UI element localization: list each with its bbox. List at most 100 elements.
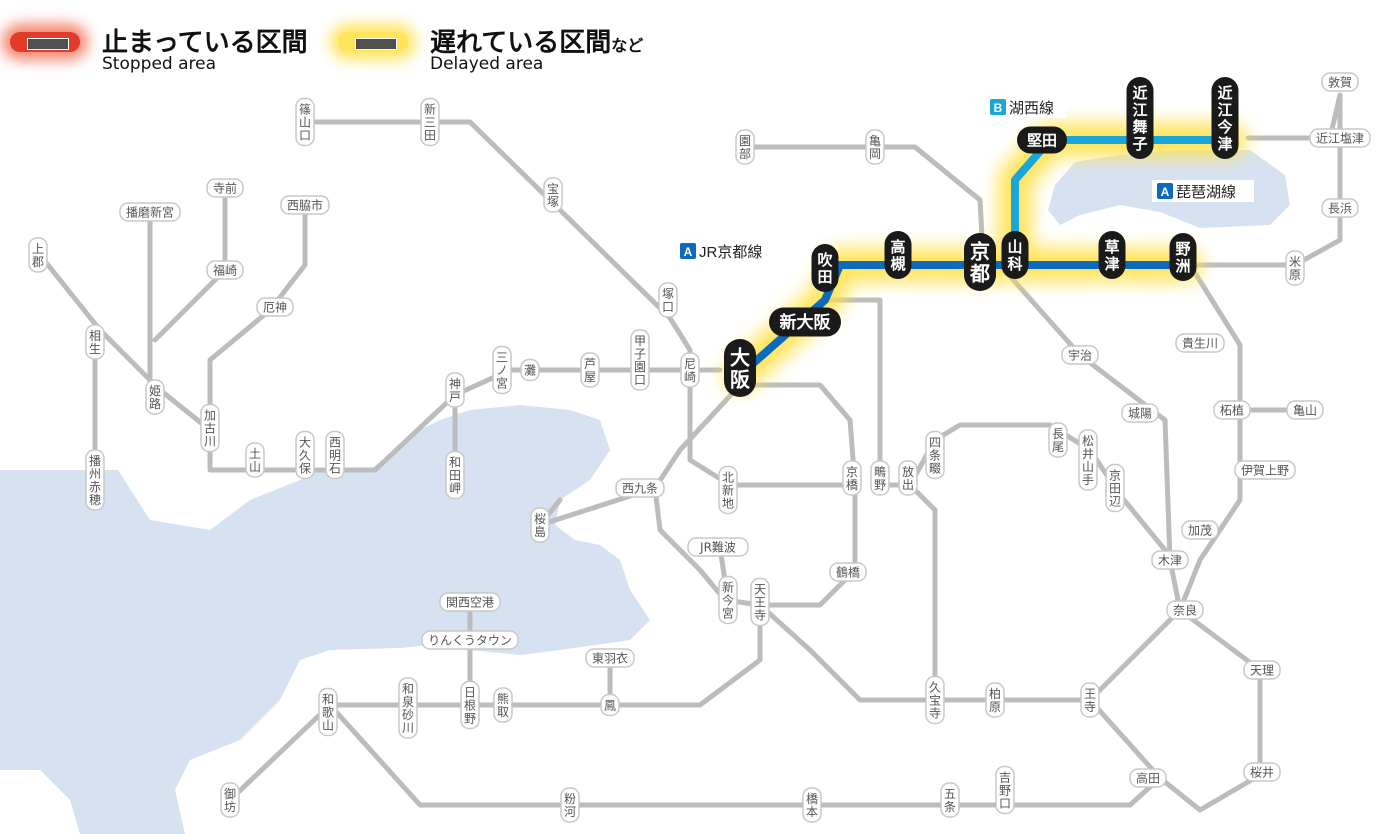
station-tsuruga[interactable]: 敦賀: [1321, 72, 1359, 92]
station-maibara[interactable]: 米原: [1285, 250, 1305, 286]
station-higashihagoromo[interactable]: 東羽衣: [585, 648, 635, 668]
station-rinkutown[interactable]: りんくうタウン: [421, 630, 519, 650]
station-gojo[interactable]: 五条: [940, 782, 960, 818]
station-igaueno[interactable]: 伊賀上野: [1234, 460, 1296, 480]
station-okubo[interactable]: 大久保: [295, 430, 315, 480]
station-kakogawa[interactable]: 加古川: [200, 403, 220, 453]
station-label-nagahama: 長浜: [1328, 202, 1352, 216]
station-matsuiyamate[interactable]: 松井山手: [1078, 429, 1098, 491]
station-aioi[interactable]: 相生: [85, 324, 105, 360]
station-label-otori: 鳳: [604, 698, 616, 712]
station-shigino[interactable]: 鴫野: [870, 460, 890, 496]
station-yoshinoguchi[interactable]: 吉野口: [995, 765, 1015, 815]
station-kyobashi[interactable]: 京橋: [842, 460, 862, 496]
station-takatsuki[interactable]: 高槻: [884, 231, 912, 279]
station-label-yasu: 野洲: [1175, 240, 1190, 275]
station-sakurai[interactable]: 桜井: [1243, 762, 1281, 782]
station-nishiwakishi[interactable]: 西脇市: [280, 195, 330, 215]
station-kamigori[interactable]: 上郡: [28, 237, 48, 273]
station-shin_osaka[interactable]: 新大阪: [769, 307, 841, 337]
station-tsuge[interactable]: 柘植: [1213, 400, 1251, 420]
station-kizu[interactable]: 木津: [1151, 550, 1189, 570]
station-kokawa[interactable]: 粉河: [560, 787, 580, 823]
station-osaka[interactable]: 大阪: [724, 339, 756, 397]
station-label-kamigori: 上郡: [32, 242, 44, 269]
station-sasayamaguchi[interactable]: 篠山口: [295, 97, 315, 147]
station-tennoji[interactable]: 天王寺: [750, 577, 770, 627]
station-izumisunagawa[interactable]: 和泉砂川: [398, 677, 418, 739]
station-wakayama[interactable]: 和歌山: [318, 687, 338, 737]
station-tenri[interactable]: 天理: [1243, 660, 1281, 680]
station-tsurumibashi[interactable]: 鶴橋: [829, 562, 867, 582]
station-oji[interactable]: 王寺: [1080, 682, 1100, 718]
station-otori[interactable]: 鳳: [600, 693, 620, 717]
station-label-nara: 奈良: [1173, 603, 1197, 618]
station-amagasaki[interactable]: 尼崎: [680, 352, 700, 388]
station-omiimazu[interactable]: 近江今津: [1211, 77, 1239, 159]
station-kitashinchi[interactable]: 北新地: [718, 465, 738, 515]
station-fukusaki[interactable]: 福崎: [206, 260, 244, 280]
station-yashiro[interactable]: 厄神: [256, 297, 294, 317]
station-label-harimashinguu: 播磨新宮: [126, 205, 174, 220]
station-shinsanda[interactable]: 新三田: [420, 97, 440, 147]
station-ashiya[interactable]: 芦屋: [580, 352, 600, 388]
station-wadamisaki[interactable]: 和田岬: [445, 450, 465, 500]
station-label-kumatori: 熊取: [497, 691, 509, 719]
station-hanaten[interactable]: 放出: [898, 460, 918, 496]
station-nishiakashi[interactable]: 西明石: [325, 430, 345, 480]
line-wakayama-hanwa: [227, 602, 763, 803]
station-tsukayama[interactable]: 土山: [245, 442, 265, 478]
station-sonobe[interactable]: 園部: [735, 129, 755, 165]
station-suita[interactable]: 吹田: [811, 244, 839, 292]
station-hineno[interactable]: 日根野: [460, 680, 480, 730]
station-nara[interactable]: 奈良: [1166, 600, 1204, 620]
station-kyoto[interactable]: 京都: [964, 233, 996, 291]
biwako-badge: A: [1161, 185, 1170, 199]
station-gobo[interactable]: 御坊: [220, 782, 240, 818]
station-himeji[interactable]: 姫路: [145, 379, 165, 415]
station-label-tsurumibashi: 鶴橋: [836, 565, 860, 580]
station-hashimoto[interactable]: 橋本: [802, 787, 822, 823]
station-banshuako[interactable]: 播州赤穂: [85, 449, 105, 511]
station-nagao[interactable]: 長尾: [1048, 422, 1068, 458]
station-kameoka[interactable]: 亀岡: [865, 129, 885, 165]
station-label-sakurajima: 桜島: [534, 512, 546, 539]
station-kamo[interactable]: 加茂: [1181, 520, 1219, 540]
station-koshienguchi[interactable]: 甲子園口: [630, 329, 650, 391]
station-yasu[interactable]: 野洲: [1169, 233, 1197, 281]
station-nishikujo[interactable]: 西九条: [615, 478, 665, 498]
station-kashiwara[interactable]: 柏原: [985, 682, 1005, 718]
station-kumatori[interactable]: 熊取: [493, 687, 513, 723]
station-nada[interactable]: 灘: [520, 358, 540, 382]
station-takada[interactable]: 高田: [1129, 768, 1167, 788]
station-omimaiko[interactable]: 近江舞子: [1126, 77, 1154, 159]
station-kobe[interactable]: 神戸: [445, 372, 465, 408]
station-kyuhoji[interactable]: 久宝寺: [925, 675, 945, 725]
station-kameyama[interactable]: 亀山: [1286, 400, 1324, 420]
station-nagahama[interactable]: 長浜: [1321, 198, 1359, 218]
station-joyo[interactable]: 城陽: [1121, 403, 1159, 423]
line-sanyo: [37, 252, 723, 473]
station-kyotanabe[interactable]: 京田辺: [1105, 463, 1125, 513]
station-kansaikuko[interactable]: 関西空港: [439, 592, 501, 612]
station-kibukawa[interactable]: 貴生川: [1175, 333, 1225, 353]
station-sakurajima[interactable]: 桜島: [530, 507, 550, 543]
station-jrnamba[interactable]: JR難波: [687, 537, 749, 557]
station-label-kakogawa: 加古川: [204, 408, 216, 448]
station-takarazuka[interactable]: 宝塚: [543, 177, 563, 213]
station-teramae[interactable]: 寺前: [206, 178, 244, 198]
station-tsukaguchi[interactable]: 塚口: [658, 282, 678, 318]
station-label-fukusaki: 福崎: [213, 263, 237, 278]
station-sannomiya[interactable]: 三ノ宮: [492, 345, 512, 395]
station-omishiotsu[interactable]: 近江塩津: [1309, 128, 1371, 148]
station-katata[interactable]: 堅田: [1017, 126, 1067, 154]
station-kusatsu[interactable]: 草津: [1098, 231, 1126, 279]
station-label-kusatsu: 草津: [1104, 238, 1119, 273]
station-harimashinguu[interactable]: 播磨新宮: [119, 202, 181, 222]
station-label-shin_osaka: 新大阪: [780, 312, 831, 333]
station-uji[interactable]: 宇治: [1061, 345, 1099, 365]
station-shinimamiya[interactable]: 新今宮: [718, 575, 738, 625]
station-shijonawate[interactable]: 四条畷: [925, 430, 945, 480]
station-yamashina[interactable]: 山科: [1001, 231, 1029, 279]
station-label-tsukayama: 土山: [249, 447, 261, 474]
